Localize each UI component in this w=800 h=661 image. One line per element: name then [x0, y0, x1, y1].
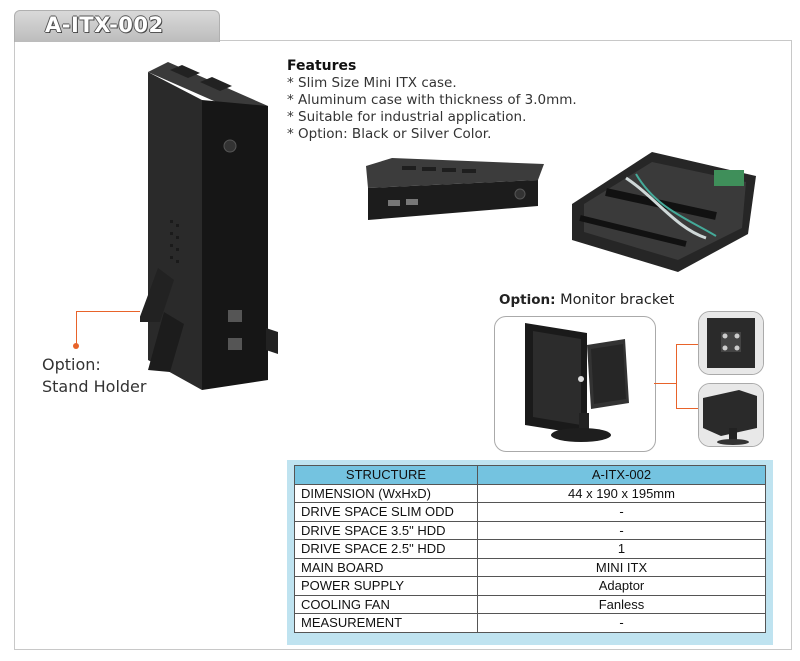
table-row: DRIVE SPACE 3.5" HDD - — [294, 520, 766, 540]
horizontal-case-image — [366, 158, 544, 220]
row-label: DIMENSION (WxHxD) — [294, 483, 478, 503]
row-label: MAIN BOARD — [294, 557, 478, 577]
table-row: POWER SUPPLY Adaptor — [294, 576, 766, 596]
row-value: 44 x 190 x 195mm — [477, 483, 766, 503]
row-value: - — [477, 502, 766, 522]
bracket-detail-image — [698, 383, 764, 447]
row-value: 1 — [477, 539, 766, 559]
bracket-detail-image — [698, 311, 764, 375]
spec-table-panel: STRUCTURE A-ITX-002 DIMENSION (WxHxD) 44… — [287, 460, 773, 645]
monitor-option-label: Option: Monitor bracket — [499, 292, 675, 308]
row-value: Fanless — [477, 594, 766, 614]
table-row: DRIVE SPACE 2.5" HDD 1 — [294, 539, 766, 559]
table-row: DIMENSION (WxHxD) 44 x 190 x 195mm — [294, 483, 766, 503]
table-row: MAIN BOARD MINI ITX — [294, 557, 766, 577]
row-value: - — [477, 613, 766, 633]
title-tab: A-ITX-002 — [14, 10, 220, 42]
stand-leader-h — [76, 311, 140, 312]
table-row: DRIVE SPACE SLIM ODD - — [294, 502, 766, 522]
feature-item: * Suitable for industrial application. — [287, 109, 527, 125]
row-label: DRIVE SPACE 3.5" HDD — [294, 520, 478, 540]
bracket-connector — [654, 383, 676, 384]
bracket-connector — [676, 344, 677, 408]
row-label: DRIVE SPACE SLIM ODD — [294, 502, 478, 522]
row-label: POWER SUPPLY — [294, 576, 478, 596]
bracket-connector — [676, 344, 698, 345]
table-row: COOLING FAN Fanless — [294, 594, 766, 614]
features-list: Features * Slim Size Mini ITX case. * Al… — [287, 58, 577, 143]
row-label: MEASUREMENT — [294, 613, 478, 633]
stand-option-label: Option: Stand Holder — [42, 355, 147, 396]
row-label: DRIVE SPACE 2.5" HDD — [294, 539, 478, 559]
tower-case-image — [140, 62, 278, 390]
spec-table: STRUCTURE A-ITX-002 DIMENSION (WxHxD) 44… — [294, 465, 766, 633]
table-row: MEASUREMENT - — [294, 613, 766, 633]
stand-leader-v — [76, 311, 77, 345]
feature-item: * Aluminum case with thickness of 3.0mm. — [287, 92, 577, 108]
table-header-row: STRUCTURE A-ITX-002 — [294, 465, 766, 485]
monitor-bracket-image — [494, 316, 656, 452]
product-title: A-ITX-002 — [45, 13, 164, 37]
feature-item: * Slim Size Mini ITX case. — [287, 75, 457, 91]
feature-item: * Option: Black or Silver Color. — [287, 126, 492, 142]
open-case-image — [572, 152, 756, 272]
stand-leader-dot — [73, 343, 79, 349]
row-value: MINI ITX — [477, 557, 766, 577]
row-label: COOLING FAN — [294, 594, 478, 614]
header-cell: A-ITX-002 — [477, 465, 766, 485]
header-cell: STRUCTURE — [294, 465, 478, 485]
bracket-connector — [676, 408, 698, 409]
row-value: Adaptor — [477, 576, 766, 596]
features-title: Features — [287, 58, 357, 74]
row-value: - — [477, 520, 766, 540]
